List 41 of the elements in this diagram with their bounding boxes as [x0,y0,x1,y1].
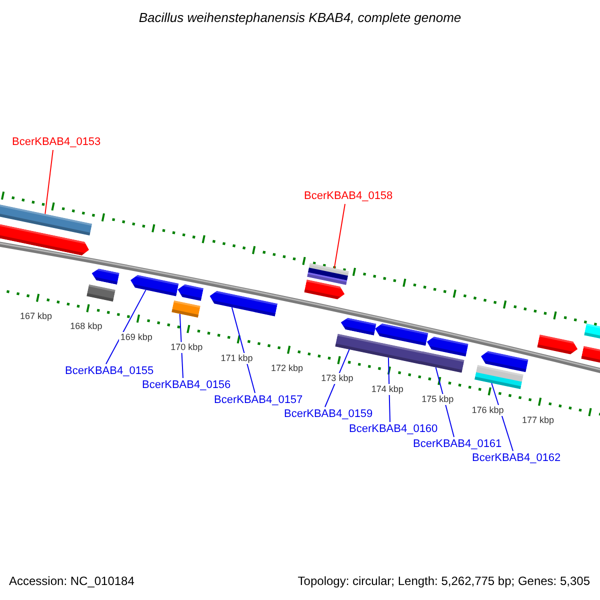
scale-label: 168 kbp [69,321,104,332]
leader-line [334,204,346,269]
scale-label: 169 kbp [119,332,154,343]
gene-feature [304,280,345,300]
title: Bacillus weihenstephanensis KBAB4, complete genome [138,10,462,25]
scale-label: 175 kbp [420,394,455,406]
gene-feature [92,268,120,285]
gene-feature [375,323,428,346]
scale-label: 173 kbp [320,373,354,384]
gene-label: BcerKBAB4_0160 [349,423,438,436]
scale-label: 171 kbp [220,352,254,364]
scale-label: 174 kbp [370,384,404,395]
scale-label: 172 kbp [270,363,304,374]
gene-feature [86,284,116,302]
gene-label: BcerKBAB4_0156 [142,379,231,392]
gene-feature [340,318,376,336]
gene-label: BcerKBAB4_0162 [472,452,561,465]
scale-label: 170 kbp [170,342,204,354]
footer-text: Topology: circular; Length: 5,262,775 bp; Genes: 5,305 [298,574,590,588]
gene-feature [426,336,468,357]
gene-label: BcerKBAB4_0159 [284,408,373,421]
gene-label: BcerKBAB4_0158 [304,190,393,203]
leader-line [44,150,54,214]
gene-label: BcerKBAB4_0161 [413,438,502,451]
scale-label: 176 kbp [470,404,505,416]
gene-feature [581,346,600,365]
gene-feature [0,223,89,256]
footer-text: Accession: NC_010184 [9,574,134,588]
scale-label: 177 kbp [520,415,556,426]
gene-label: BcerKBAB4_0157 [214,394,303,407]
gene-label: BcerKBAB4_0153 [12,136,101,149]
gene-feature [172,300,200,318]
scale-label: 167 kbp [18,311,54,322]
leader-line [231,306,256,394]
leader-line [106,289,146,364]
gene-feature [474,364,524,390]
gene-feature [481,351,528,372]
gene-feature [584,323,600,341]
gene-label: BcerKBAB4_0155 [65,365,154,378]
gene-feature [307,263,349,285]
gene-feature [178,284,204,301]
